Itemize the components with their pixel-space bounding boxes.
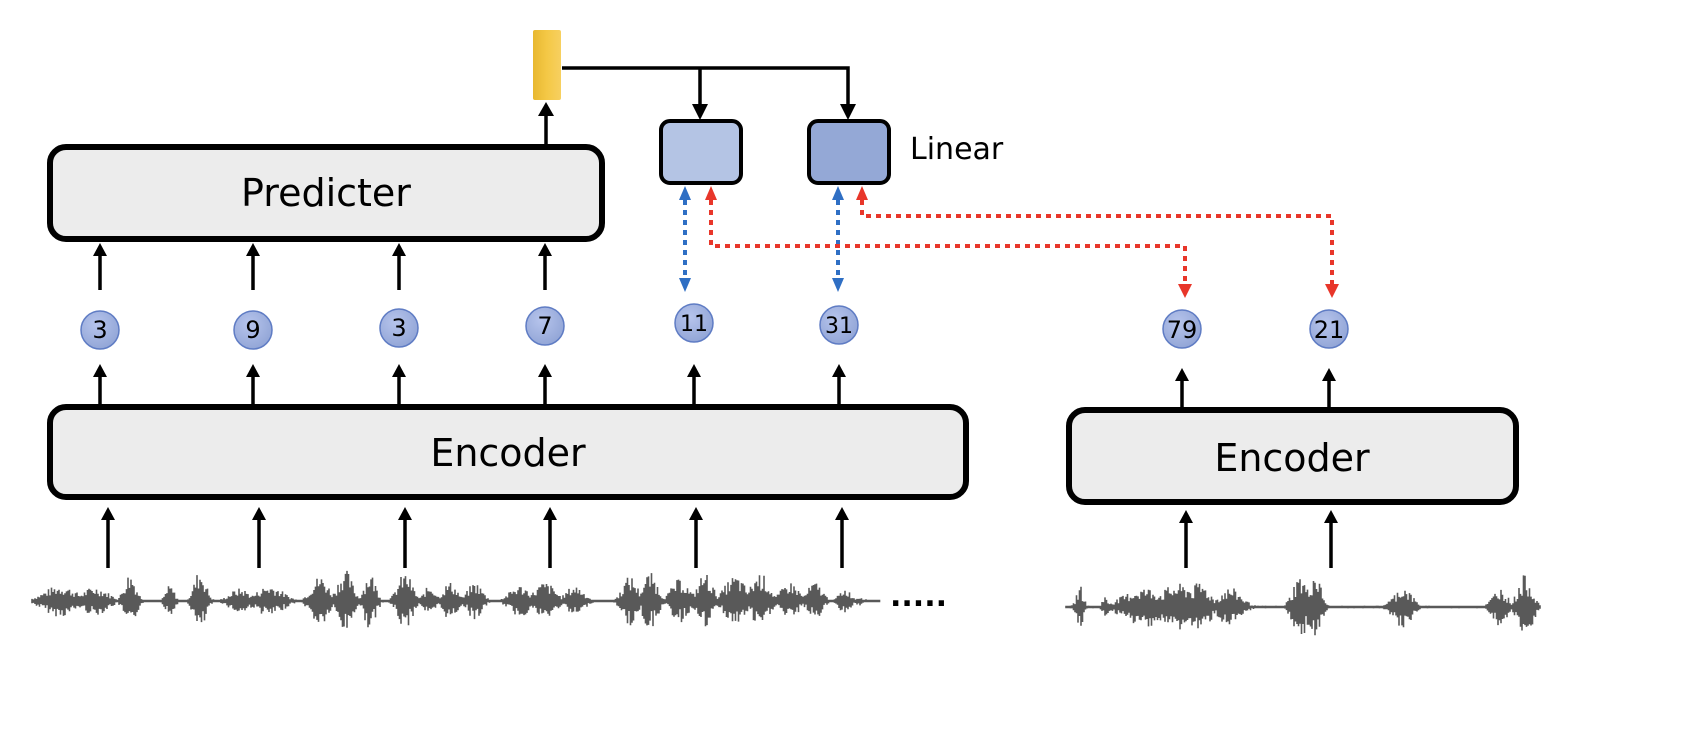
linear-head-2 [807,119,891,185]
ellipsis: ..... [890,579,947,614]
waveform-to-encoder-arrows [101,507,1338,568]
waveform-trace [31,570,881,628]
arrow-up [246,364,260,407]
predictor-box [47,144,605,242]
waveform-trace [1065,575,1541,636]
encoder-right-box [1066,407,1519,505]
tokens-right: 79 21 [1162,309,1349,349]
token-value: 3 [391,314,406,342]
arrow-head-linear-2 [840,104,856,120]
arrow-up [1175,368,1189,412]
encoder-main-box [47,404,969,500]
predictor-label: Predicter [241,171,411,215]
arrow-up [1324,510,1338,568]
token-value: 21 [1314,316,1345,344]
arrow-up [93,364,107,407]
token-circle: 11 [674,303,714,343]
token-circle: 7 [525,306,565,346]
token-value: 3 [92,316,107,344]
token-circle: 3 [379,308,419,348]
arrow-up [538,364,552,407]
red-dotted-links [709,200,1334,284]
arrow-up [252,507,266,568]
vector-to-linear-connector [562,66,850,106]
arrow-head-linear-1 [692,104,708,120]
token-circle: 79 [1162,309,1202,349]
token-circle: 9 [233,310,273,350]
arrow-up [689,507,703,568]
arrow-up [392,243,406,290]
token-circle: 3 [80,310,120,350]
encoder-right-label: Encoder [1214,436,1370,480]
red-arrow-heads [705,186,1339,298]
token-value: 9 [245,316,260,344]
arrow-head-predictor-out [538,102,554,116]
blue-dotted-links [679,186,844,292]
tokens-main: 3 9 3 7 11 31 [80,303,859,350]
arrow-up [835,507,849,568]
token-circle: 21 [1309,309,1349,349]
arrow-up [93,243,107,290]
token-circle: 31 [819,305,859,345]
arrow-up [1322,368,1336,412]
token-value: 79 [1167,316,1198,344]
prediction-vector [533,30,561,100]
arrow-up [101,507,115,568]
token-value: 11 [680,312,708,337]
token-value: 31 [825,314,853,339]
arrow-up [1179,510,1193,568]
encoder-main-label: Encoder [430,431,586,475]
linear-head-1 [659,119,743,185]
arrow-up [538,243,552,290]
arrow-up [832,364,846,407]
encoder-to-token-arrows [93,364,1336,412]
arrow-up [246,243,260,290]
arrow-up [398,507,412,568]
waveform-main [31,570,881,628]
linear-label: Linear [910,132,1004,167]
token-value: 7 [537,312,552,340]
arrow-up [687,364,701,407]
arrow-up [392,364,406,407]
arrow-up [543,507,557,568]
waveform-right [1065,575,1541,636]
token-to-predictor-arrows [93,243,552,290]
